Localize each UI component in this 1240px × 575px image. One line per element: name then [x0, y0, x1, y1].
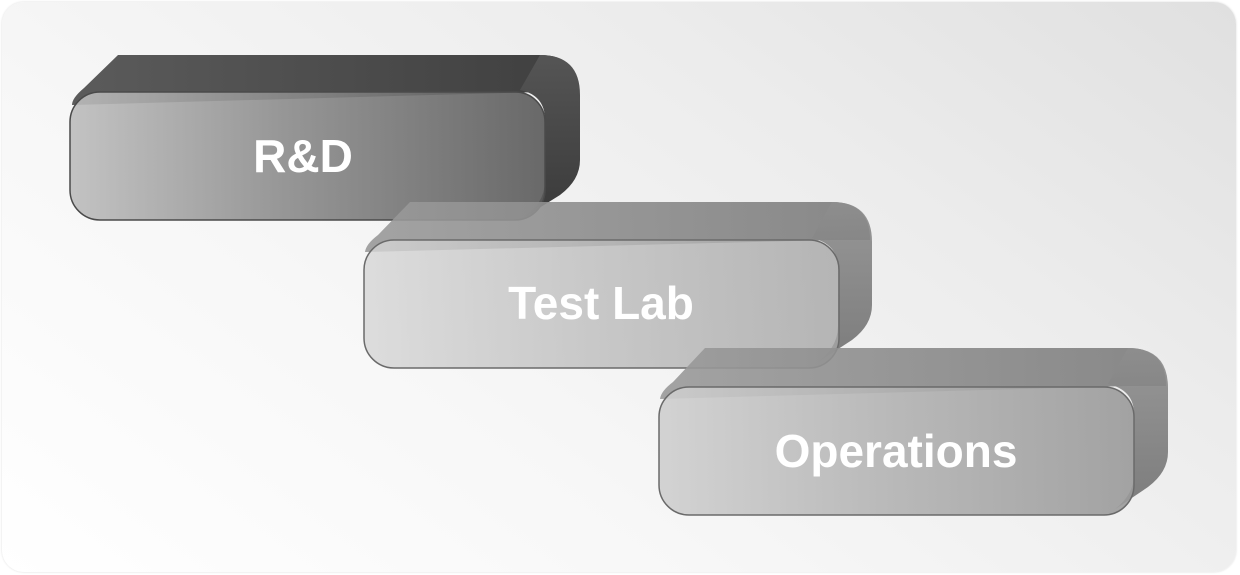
block-test-lab-front-face [363, 239, 840, 369]
block-rd-front-face [69, 91, 546, 221]
block-test-lab-label: Test Lab [508, 277, 694, 329]
block-operations-label: Operations [775, 425, 1018, 477]
block-operations-side-face [1108, 348, 1168, 514]
block-operations: Operations [658, 348, 1168, 516]
block-rd-label: R&D [253, 130, 353, 182]
block-rd-side-face [520, 55, 580, 220]
block-test-lab-side-face [812, 202, 872, 366]
block-rd: R&D [69, 55, 580, 221]
block-test-lab: Test Lab [363, 202, 872, 369]
block-operations-front-face [658, 386, 1135, 516]
